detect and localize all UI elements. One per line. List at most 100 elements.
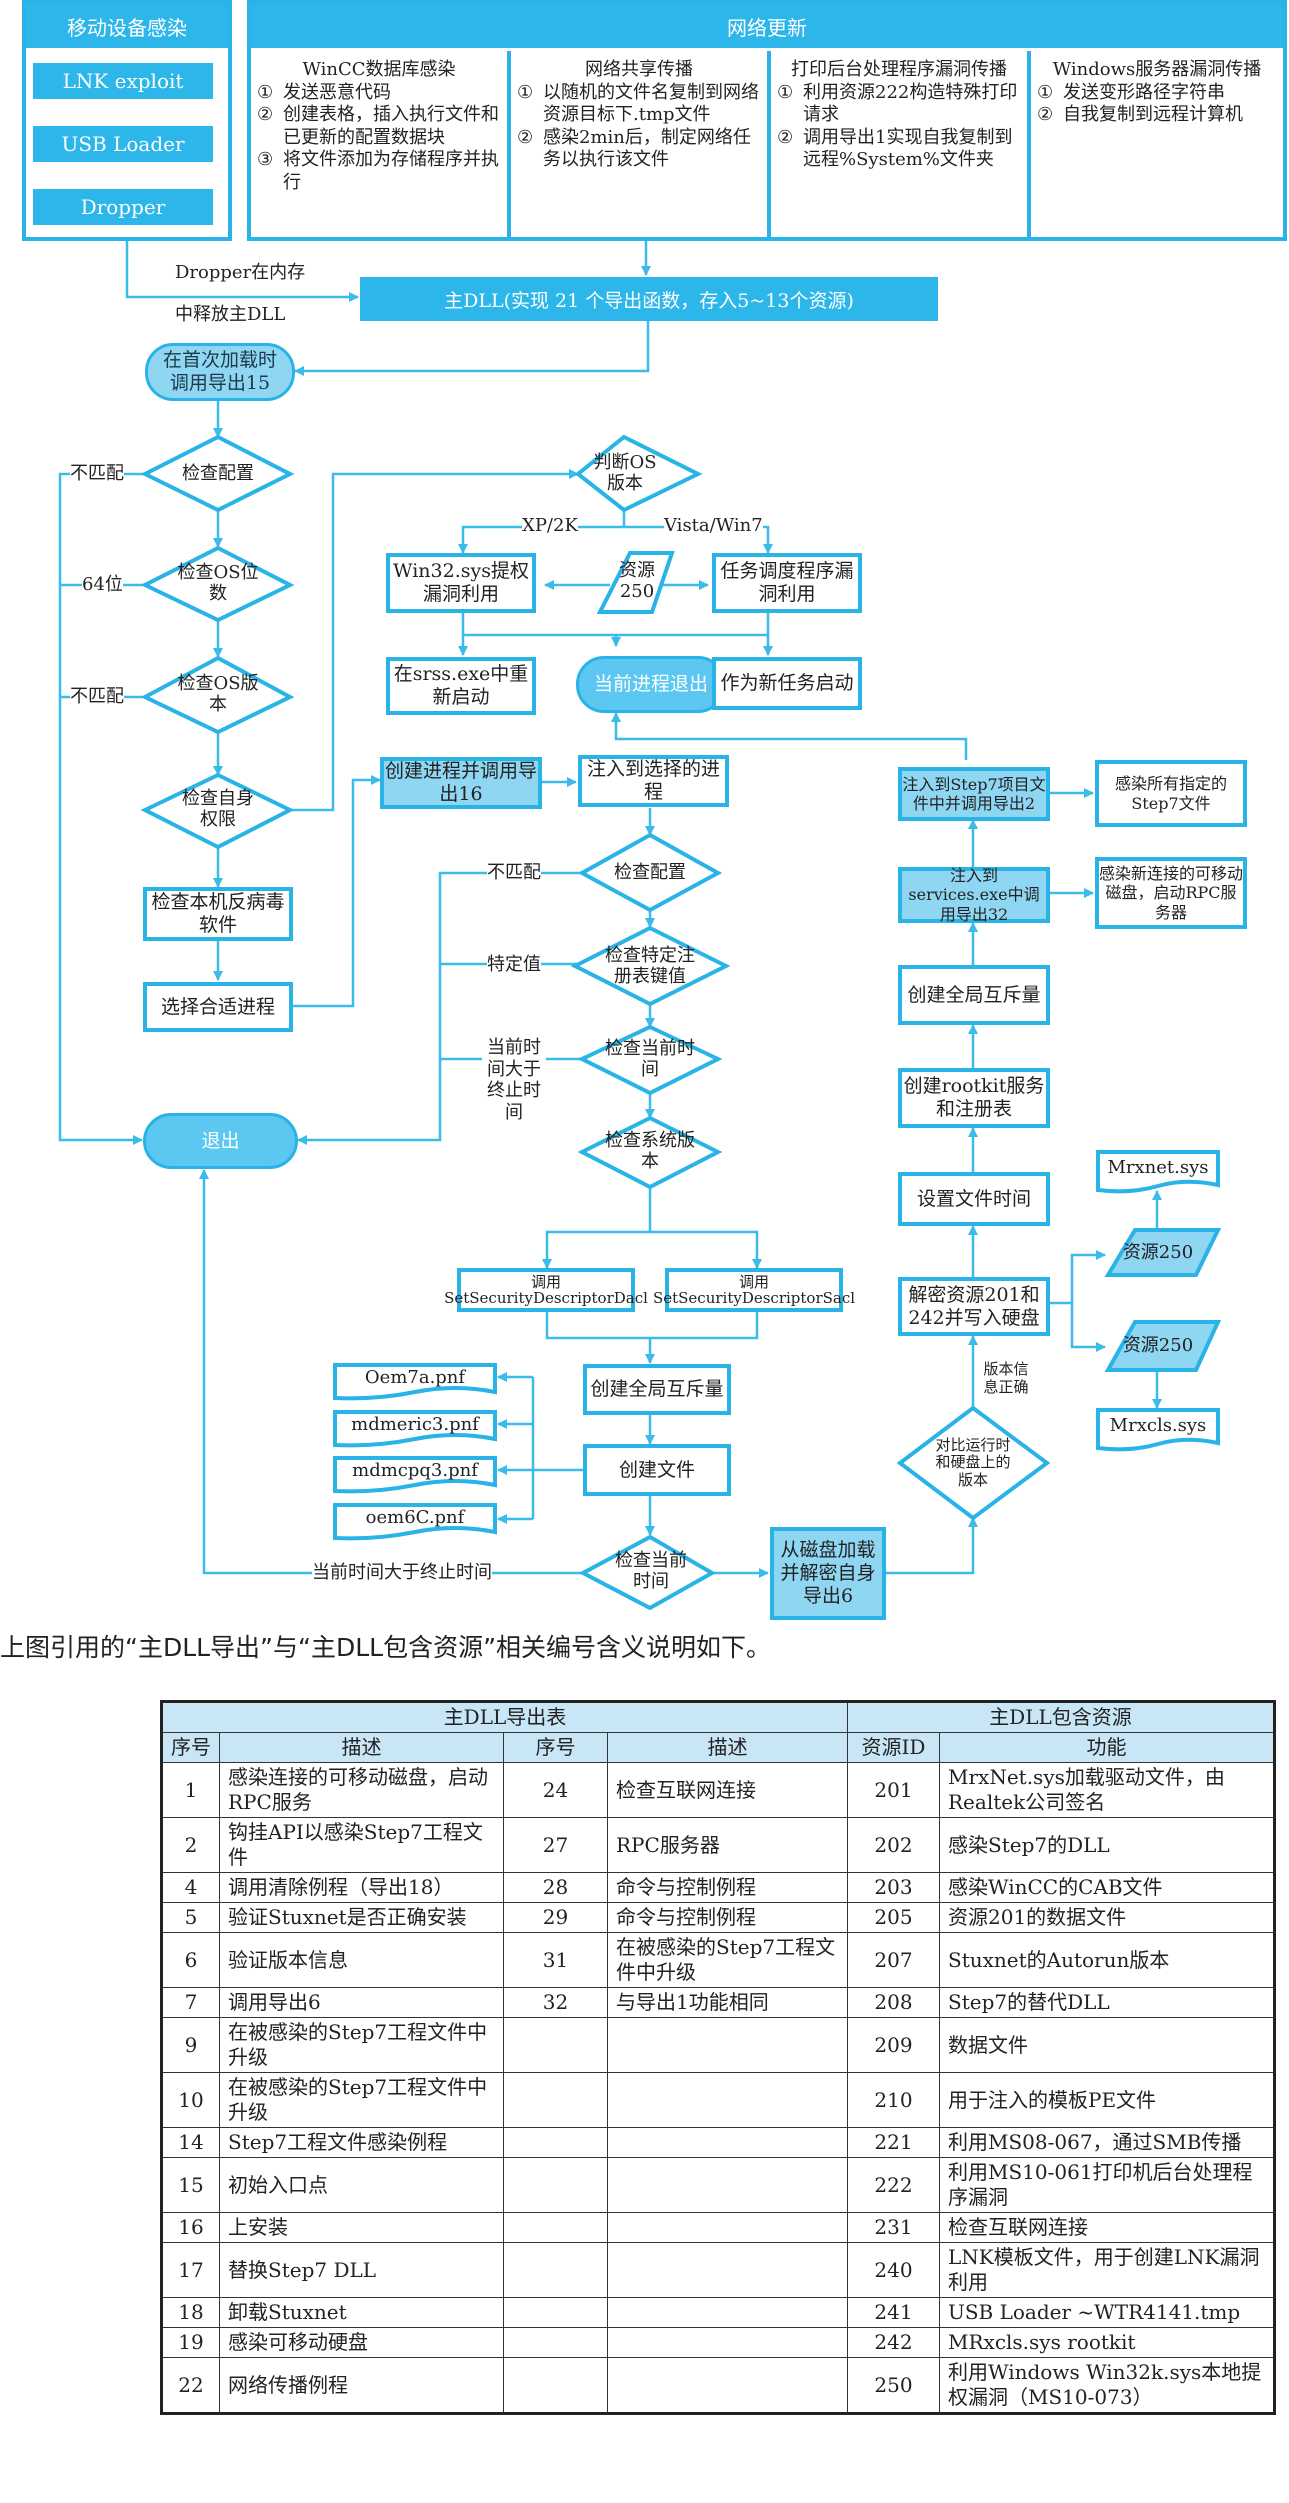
cell-resource-id: 210	[847, 2072, 940, 2128]
cell-resource-id: 241	[847, 2297, 940, 2328]
step-lnk-exploit: LNK exploit	[33, 63, 213, 99]
cell-no: 2	[161, 1817, 220, 1873]
node-check-antivirus: 检查本机反病毒软件	[143, 887, 293, 941]
column-title: WinCC数据库感染	[302, 59, 456, 80]
cell-no: 18	[161, 2297, 220, 2328]
cell-desc-2	[607, 2017, 848, 2073]
mobile-infection-title: 移动设备感染	[26, 4, 228, 48]
node-inject-step7: 注入到Step7项目文件中并调用导出2	[898, 767, 1050, 821]
text-check-config-2: 检查配置	[614, 861, 686, 883]
col-header-desc: 描述	[219, 1732, 504, 1763]
text-judge-os: 判断OS版本	[593, 452, 657, 494]
cell-function: Step7的替代DLL	[939, 1987, 1275, 2018]
cell-no-2	[503, 2297, 608, 2328]
doc-file-2	[333, 1410, 497, 1448]
cell-no-2: 24	[503, 1762, 608, 1818]
cell-function: 利用MS08-067，通过SMB传播	[939, 2127, 1275, 2158]
cell-desc: 在被感染的Step7工程文件中升级	[219, 2072, 504, 2128]
col-header-no: 序号	[161, 1732, 220, 1763]
arrow-decrypt-res250b	[1050, 1250, 1106, 1305]
cell-desc: 调用导出6	[219, 1987, 504, 2018]
node-create-file: 创建文件	[583, 1444, 731, 1496]
diamond-check-config	[140, 434, 295, 513]
cell-desc-2	[607, 2072, 848, 2128]
cell-resource-id: 231	[847, 2212, 940, 2243]
arrow-select-createprocess	[292, 775, 381, 1008]
arrow-decrypt-res250c	[1070, 1303, 1106, 1352]
step-usb-loader: USB Loader	[33, 126, 213, 162]
arrow-win32-exit	[461, 612, 621, 647]
node-win32sys-exploit: Win32.sys提权漏洞利用	[386, 553, 536, 613]
cell-desc-2	[607, 2297, 848, 2328]
cell-function: LNK模板文件，用于创建LNK漏洞利用	[939, 2242, 1275, 2298]
line-task-join	[616, 612, 770, 637]
cell-function: 感染WinCC的CAB文件	[939, 1872, 1275, 1903]
cell-function: 用于注入的模板PE文件	[939, 2072, 1275, 2128]
cell-desc: 感染可移动硬盘	[219, 2327, 504, 2358]
group-header-exports: 主DLL导出表	[161, 1701, 848, 1733]
cell-no-2	[503, 2327, 608, 2358]
cell-no-2: 29	[503, 1902, 608, 1933]
node-create-rootkit: 创建rootkit服务和注册表	[898, 1068, 1050, 1128]
cell-function: MrxNet.sys加载驱动文件，由Realtek公司签名	[939, 1762, 1275, 1818]
cell-desc-2: 命令与控制例程	[607, 1872, 848, 1903]
cell-desc-2	[607, 2357, 848, 2414]
text-resource250-b: 资源250	[1122, 1241, 1194, 1263]
cell-resource-id: 222	[847, 2157, 940, 2213]
cell-function: 利用Windows Win32k.sys本地提权漏洞（MS10-073）	[939, 2357, 1275, 2414]
diamond-check-os-version	[140, 655, 295, 735]
col-header-no-2: 序号	[503, 1732, 608, 1763]
cell-desc-2	[607, 2157, 848, 2213]
cell-resource-id: 221	[847, 2127, 940, 2158]
cell-function: 数据文件	[939, 2017, 1275, 2073]
node-inject-services: 注入到services.exe中调用导出32	[898, 866, 1050, 924]
cell-resource-id: 250	[847, 2357, 940, 2414]
line-split-dacl-sacl	[545, 1230, 759, 1268]
label-mismatch-2: 不匹配	[70, 686, 124, 708]
diamond-check-registry	[570, 925, 731, 1007]
arrow-step7-processexit	[611, 712, 968, 760]
cell-function: USB Loader ~WTR4141.tmp	[939, 2297, 1275, 2328]
cell-function: MRxcls.sys rootkit	[939, 2327, 1275, 2358]
cell-desc-2: 检查互联网连接	[607, 1762, 848, 1818]
node-set-file-time: 设置文件时间	[898, 1172, 1050, 1226]
cell-desc: 验证版本信息	[219, 1932, 504, 1988]
cell-no: 10	[161, 2072, 220, 2128]
cell-desc-2: 命令与控制例程	[607, 1902, 848, 1933]
label-xp2k: XP/2K	[522, 515, 578, 537]
group-header-resources: 主DLL包含资源	[847, 1701, 1275, 1733]
diamond-check-privilege	[140, 772, 295, 850]
node-inject-selected-process: 注入到选择的进程	[578, 755, 729, 807]
text-resource250-a: 资源250	[619, 560, 655, 602]
cell-desc: 初始入口点	[219, 2157, 504, 2213]
node-create-mutex-1: 创建全局互斥量	[583, 1364, 731, 1415]
cell-desc-2	[607, 2242, 848, 2298]
cell-resource-id: 240	[847, 2242, 940, 2298]
table-header-row: 序号 描述 序号 描述 资源ID 功能	[161, 1732, 1275, 1763]
cell-no: 17	[161, 2242, 220, 2298]
file-mdmcpq3: mdmcpq3.pnf	[352, 1459, 478, 1481]
label-time-exceeded-2: 当前时间大于终止时间	[312, 1562, 492, 1584]
file-mdmeric3: mdmeric3.pnf	[351, 1413, 479, 1435]
doc-mrxcls	[1096, 1408, 1220, 1452]
cell-resource-id: 242	[847, 2327, 940, 2358]
label-release-main-dll: 中释放主DLL	[175, 304, 286, 326]
arrow-privilege-judgeos	[290, 469, 579, 812]
node-decrypt-resources: 解密资源201和242并写入硬盘	[898, 1277, 1050, 1336]
node-main-dll: 主DLL(实现 21 个导出函数，存入5~13个资源)	[360, 277, 938, 321]
cell-no: 14	[161, 2127, 220, 2158]
cell-no-2	[503, 2157, 608, 2213]
cell-no-2	[503, 2017, 608, 2073]
